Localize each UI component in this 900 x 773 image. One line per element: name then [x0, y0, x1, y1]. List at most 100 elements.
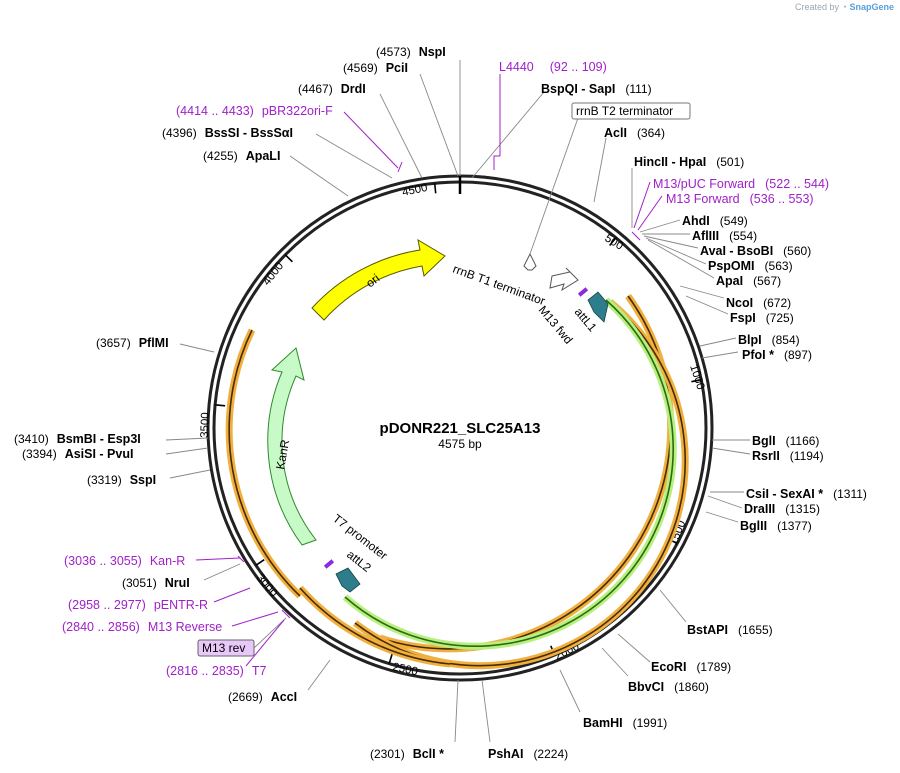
leader-avai: [643, 235, 699, 249]
kanr-primer-mark: [237, 555, 245, 563]
tick-mark-3000: [255, 559, 265, 566]
site-afliii[interactable]: AflIII(554): [692, 229, 757, 243]
tick-mark-4500: [433, 183, 437, 194]
attl2-arrow: [335, 567, 361, 593]
m13rev-leader: [253, 617, 287, 649]
plasmid-size: 4575 bp: [438, 437, 482, 451]
site-pfoi[interactable]: PfoI *(897): [742, 348, 812, 362]
leader-pbr322ori: [343, 111, 399, 169]
site-fspi[interactable]: FspI(725): [730, 311, 794, 325]
rrnb-t1-arrow: [549, 267, 579, 292]
credit-prefix: Created by: [794, 2, 840, 12]
pbr322-primer-mark: [397, 161, 403, 173]
site-bsssi[interactable]: (4396)BssSI - BssSαI: [162, 126, 293, 140]
kanr-feature-arrow[interactable]: [267, 347, 317, 546]
site-bamhi[interactable]: BamHI(1991): [583, 716, 667, 730]
leader-m13-puc-forward: [633, 181, 651, 229]
leader-bamhi: [559, 669, 581, 713]
primer-m13-forward[interactable]: M13 Forward(536 .. 553): [666, 192, 814, 206]
ori-feature-arrow[interactable]: [311, 238, 446, 321]
primer-l4440[interactable]: L4440(92 .. 109): [499, 60, 607, 74]
site-bgli[interactable]: BglI(1166): [752, 434, 819, 448]
primer-t7[interactable]: (2816 .. 2835)T7: [166, 664, 266, 678]
leader-ncoi: [679, 285, 725, 299]
orange-arc-bottom-line: [299, 587, 451, 665]
site-avai[interactable]: AvaI - BsoBI(560): [700, 244, 811, 258]
leader-pentr-r: [213, 587, 251, 603]
m13puc-primer-mark: [631, 231, 641, 241]
leader-bspqi: [471, 91, 545, 179]
site-draiii[interactable]: DraIII(1315): [744, 502, 820, 516]
site-apai[interactable]: ApaI(567): [716, 274, 781, 288]
leader-ahdi: [639, 219, 681, 233]
orange-arc-bottom: [297, 585, 451, 668]
site-drdi[interactable]: (4467)DrdI: [298, 82, 366, 96]
site-pshai[interactable]: PshAI(2224): [488, 747, 568, 761]
primer-pbr322ori-f[interactable]: (4414 .. 4433)pBR322ori-F: [176, 104, 333, 118]
leader-bsssi: [315, 133, 393, 179]
site-asisi[interactable]: (3394)AsiSI - PvuI: [22, 447, 133, 461]
site-bglii[interactable]: BglII(1377): [740, 519, 812, 533]
site-rsrii[interactable]: RsrII(1194): [752, 449, 824, 463]
tick-mark-2500: [388, 653, 393, 664]
m13rev-label: M13 rev: [202, 641, 245, 655]
leader-apali: [289, 155, 349, 197]
site-blpi[interactable]: BlpI(854): [738, 333, 800, 347]
leader-acci: [307, 659, 331, 691]
leader-rsrii: [711, 447, 751, 455]
leader-m13-reverse: [231, 611, 279, 627]
tick-label-4500: 4500: [401, 182, 429, 199]
primer-pentr-r[interactable]: (2958 .. 2977)pENTR-R: [68, 598, 208, 612]
site-nrui[interactable]: (3051)NruI: [122, 576, 190, 590]
leader-pfoi: [701, 351, 739, 359]
leader-kanr-primer: [195, 557, 241, 561]
leader-draiii: [707, 495, 743, 509]
site-acci[interactable]: (2669)AccI: [228, 690, 297, 704]
leader-pcii: [419, 73, 459, 177]
site-ncoi[interactable]: NcoI(672): [726, 296, 791, 310]
orange-arc-outer-line: [379, 295, 672, 650]
site-bspqi[interactable]: BspQI - SapI(111): [541, 82, 652, 96]
site-apali[interactable]: (4255)ApaLI: [203, 149, 280, 163]
tick-marks: [215, 183, 702, 664]
t7-primer-mark: [281, 609, 291, 619]
site-csii[interactable]: CsiI - SexAI *(1311): [746, 487, 867, 501]
site-ahdi[interactable]: AhdI(549): [682, 214, 748, 228]
site-pflmi[interactable]: (3657)PflMI: [96, 336, 169, 350]
site-ecori[interactable]: EcoRI(1789): [651, 660, 731, 674]
rrnb-t2-label: rrnB T2 terminator: [576, 104, 673, 118]
site-labels: (4573)NspI (4569)PciI (4467)DrdI (4414 .…: [14, 45, 867, 761]
tick-mark-1000: [691, 378, 702, 383]
site-bsmbi[interactable]: (3410)BsmBI - Esp3I: [14, 432, 141, 446]
site-pcii[interactable]: (4569)PciI: [343, 61, 408, 75]
site-bcli[interactable]: (2301)BclI *: [370, 747, 444, 761]
site-sspi[interactable]: (3319)SspI: [87, 473, 156, 487]
credit-brand: SnapGene: [849, 2, 894, 12]
leader-pshai: [481, 679, 491, 743]
primer-m13-reverse[interactable]: (2840 .. 2856)M13 Reverse: [62, 620, 222, 634]
site-acli[interactable]: AclI(364): [604, 126, 665, 140]
primer-m13-puc-forward[interactable]: M13/pUC Forward(522 .. 544): [653, 177, 829, 191]
site-pspomi[interactable]: PspOMI(563): [708, 259, 793, 273]
l4440-primer-mark: [493, 155, 500, 170]
kanr-label: KanR: [273, 438, 292, 470]
leader-bglii: [705, 511, 739, 523]
site-hincii[interactable]: HincII - HpaI(501): [634, 155, 744, 169]
leader-ecori: [617, 633, 651, 663]
leader-pflmi: [179, 343, 215, 353]
leader-nrui: [203, 563, 241, 581]
rrnb-t2-leader: [529, 117, 579, 255]
leader-pspomi: [645, 237, 707, 265]
rrnb-t2-arrow: [523, 252, 537, 271]
site-bbvci[interactable]: BbvCI(1860): [628, 680, 709, 694]
site-nspi[interactable]: (4573)NspI: [376, 45, 446, 59]
leader-m13-forward: [637, 195, 663, 231]
green-arc: [342, 297, 677, 650]
t7-marker: [323, 559, 335, 569]
orange-arc-inner-line: [354, 301, 686, 667]
site-bstapi[interactable]: BstAPI(1655): [687, 623, 773, 637]
tick-label-3500: 3500: [199, 412, 212, 438]
orange-arc-left-line: [228, 329, 301, 597]
primer-kan-r[interactable]: (3036 .. 3055)Kan-R: [64, 554, 185, 568]
